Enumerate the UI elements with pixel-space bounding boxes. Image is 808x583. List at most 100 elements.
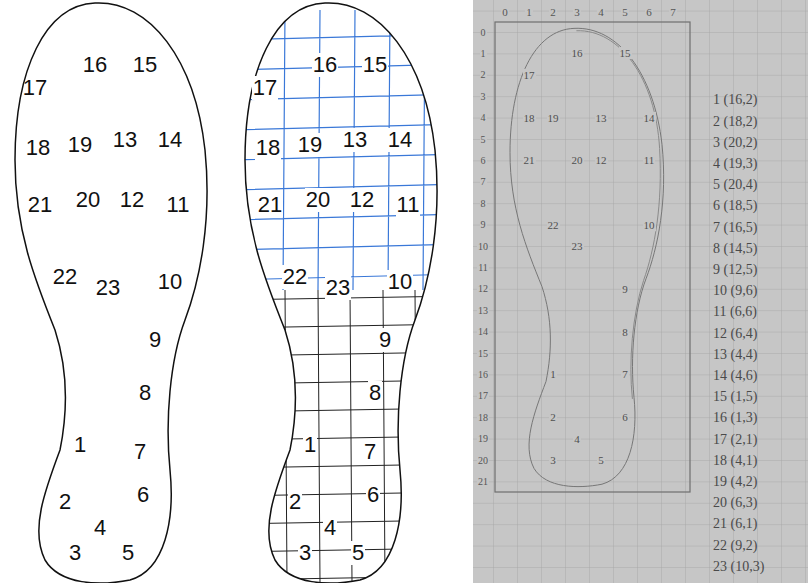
row-number: 13 [477,305,489,316]
sole-outline [15,3,207,583]
callout-number: 5 [597,454,605,466]
row-number: 3 [480,91,487,102]
column-number: 5 [621,6,629,18]
callout-number: 21 [27,193,53,217]
callout-number: 10 [157,270,183,294]
row-number: 5 [480,134,487,145]
coordinate-entry: 22 (9,2) [712,538,758,553]
coordinate-entry: 12 (6,4) [712,326,758,341]
row-number: 14 [477,326,489,337]
row-number: 1 [480,48,487,59]
callout-number: 13 [112,128,138,152]
coordinate-entry: 5 (20,4) [712,177,758,192]
callout-number: 3 [298,541,312,565]
row-number: 15 [477,348,489,359]
callout-number: 9 [378,328,392,352]
row-number: 9 [480,219,487,230]
callout-number: 19 [547,112,560,124]
callout-number: 7 [363,440,377,464]
callout-number: 7 [621,368,629,380]
column-number: 4 [597,6,605,18]
row-number: 17 [477,390,489,401]
row-number: 12 [477,283,489,294]
coordinate-entry: 11 (6,6) [712,304,758,319]
callout-number: 14 [387,128,413,152]
column-number: 1 [525,6,533,18]
pencil-frame [495,22,690,492]
callout-number: 12 [119,188,145,212]
coordinate-entry: 19 (4,2) [712,474,758,489]
callout-number: 17 [523,69,536,81]
column-number: 7 [669,6,677,18]
callout-number: 2 [549,411,557,423]
row-number: 10 [477,241,489,252]
callout-number: 3 [549,454,557,466]
callout-number: 4 [93,516,107,540]
pencil-sketch [510,28,664,486]
column-number: 3 [573,6,581,18]
callout-number: 11 [643,154,656,166]
coordinate-entry: 14 (4,6) [712,368,758,383]
row-number: 0 [480,27,487,38]
callout-number: 6 [621,411,629,423]
callout-number: 2 [288,490,302,514]
callout-number: 17 [252,76,278,100]
callout-number: 5 [121,541,135,565]
callout-number: 12 [595,154,608,166]
coordinate-entry: 9 (12,5) [712,262,758,277]
callout-number: 15 [619,47,632,59]
row-number: 6 [480,155,487,166]
callout-number: 4 [323,516,337,540]
callout-number: 15 [362,53,388,77]
callout-number: 18 [255,136,281,160]
coordinate-entry: 8 (14,5) [712,241,758,256]
callout-number: 1 [303,433,317,457]
column-number: 6 [645,6,653,18]
coordinate-entry: 2 (18,2) [712,114,758,129]
coordinate-entry: 6 (18,5) [712,198,758,213]
callout-number: 8 [368,381,382,405]
callout-number: 20 [75,188,101,212]
callout-number: 22 [282,265,308,289]
row-number: 21 [477,476,489,487]
callout-number: 4 [573,433,581,445]
callout-number: 17 [22,76,48,100]
callout-number: 6 [136,483,150,507]
callout-number: 13 [342,128,368,152]
callout-number: 5 [351,541,365,565]
row-number: 11 [477,262,489,273]
callout-number: 19 [297,133,323,157]
callout-number: 1 [73,433,87,457]
sole-outline [245,3,437,583]
row-number: 16 [477,369,489,380]
callout-number: 14 [643,112,656,124]
coordinate-entry: 7 (16,5) [712,220,758,235]
callout-number: 23 [95,276,121,300]
photo-ground [473,0,808,583]
coordinate-entry: 10 (9,6) [712,283,758,298]
coordinate-entry: 23 (10,3) [712,559,765,574]
row-number: 7 [480,176,487,187]
coordinate-entry: 13 (4,4) [712,347,758,362]
row-number: 4 [480,112,487,123]
callout-number: 23 [571,240,584,252]
callout-number: 22 [52,265,78,289]
coordinate-entry: 21 (6,1) [712,516,758,531]
coordinate-entry: 18 (4,1) [712,453,758,468]
coordinate-entry: 4 (19,3) [712,156,758,171]
row-number: 8 [480,198,487,209]
grid-lines [230,10,460,583]
callout-number: 3 [68,541,82,565]
callout-number: 16 [571,47,584,59]
callout-number: 2 [58,490,72,514]
callout-number: 16 [82,53,108,77]
callout-number: 10 [643,219,656,231]
callout-number: 20 [305,188,331,212]
callout-number: 9 [621,283,629,295]
callout-number: 16 [312,53,338,77]
callout-number: 14 [157,128,183,152]
row-number: 2 [480,69,487,80]
callout-number: 1 [549,368,557,380]
row-number: 19 [477,433,489,444]
coordinate-entry: 3 (20,2) [712,135,758,150]
